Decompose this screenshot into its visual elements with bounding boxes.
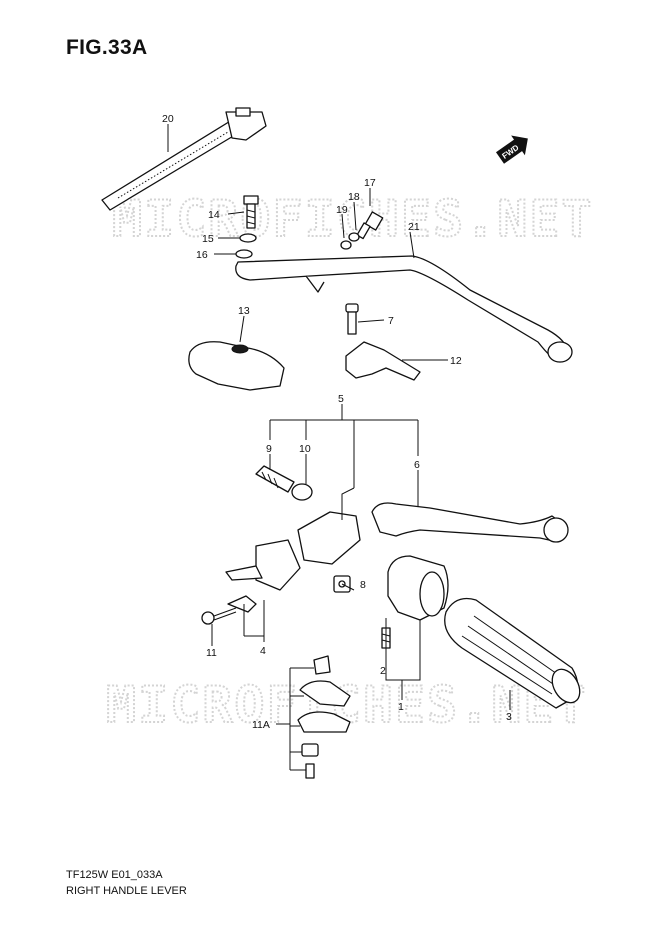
part-washer-19 <box>348 232 360 242</box>
callout-13: 20 <box>162 113 174 125</box>
callout-11: 11 <box>206 647 217 659</box>
part-bracket-14 <box>235 255 573 363</box>
callout-9: 9 <box>266 443 272 455</box>
part-cable-tie <box>101 107 267 211</box>
part-washer-20 <box>340 240 352 250</box>
part-grip-3 <box>444 597 581 709</box>
callout-12: 12 <box>450 355 462 367</box>
callout-17: 16 <box>196 249 208 261</box>
part-throttle-housing-1 <box>387 555 449 621</box>
callout-2: 2 <box>380 665 386 677</box>
part-screw-11 <box>201 607 237 625</box>
part-switch-set-11a <box>297 655 351 779</box>
callout-20: 19 <box>336 204 348 216</box>
part-lever-cover-21 <box>188 341 285 391</box>
figure-name: RIGHT HANDLE LEVER <box>66 885 187 897</box>
callout-5: 5 <box>338 393 344 405</box>
fwd-arrow-icon: FWD <box>495 135 528 164</box>
part-washer-17 <box>235 249 253 259</box>
leader-lines <box>167 124 511 771</box>
figure-title: FIG.33A <box>66 36 148 59</box>
callout-4: 4 <box>260 645 266 657</box>
callout-19: 18 <box>348 191 360 203</box>
part-locknut-10 <box>291 483 313 501</box>
part-lever-holder-5 <box>297 511 361 565</box>
part-lever-6 <box>371 502 567 543</box>
callout-14: 21 <box>408 221 420 233</box>
figure-code: TF125W E01_033A <box>66 869 163 881</box>
callout-16: 15 <box>202 233 214 245</box>
callout-15: 14 <box>208 209 220 221</box>
callout-10: 10 <box>299 443 311 455</box>
callout-3: 3 <box>506 711 512 723</box>
part-plate-12 <box>345 341 421 381</box>
callout-21: 13 <box>238 305 250 317</box>
callout-11a: 11A <box>252 719 270 731</box>
callout-8: 8 <box>360 579 366 591</box>
lever-cover-hole <box>231 344 249 354</box>
part-switch-4 <box>227 595 257 613</box>
part-adjuster-9 <box>255 465 295 493</box>
part-bolt-18 <box>356 211 384 240</box>
callout-1: 1 <box>398 701 404 713</box>
part-bolt-15 <box>243 195 259 229</box>
callout-6: 6 <box>414 459 420 471</box>
part-washer-16 <box>239 233 257 243</box>
callout-7: 7 <box>388 315 394 327</box>
part-pivot-bolt-7 <box>345 303 359 335</box>
callout-18: 17 <box>364 177 376 189</box>
